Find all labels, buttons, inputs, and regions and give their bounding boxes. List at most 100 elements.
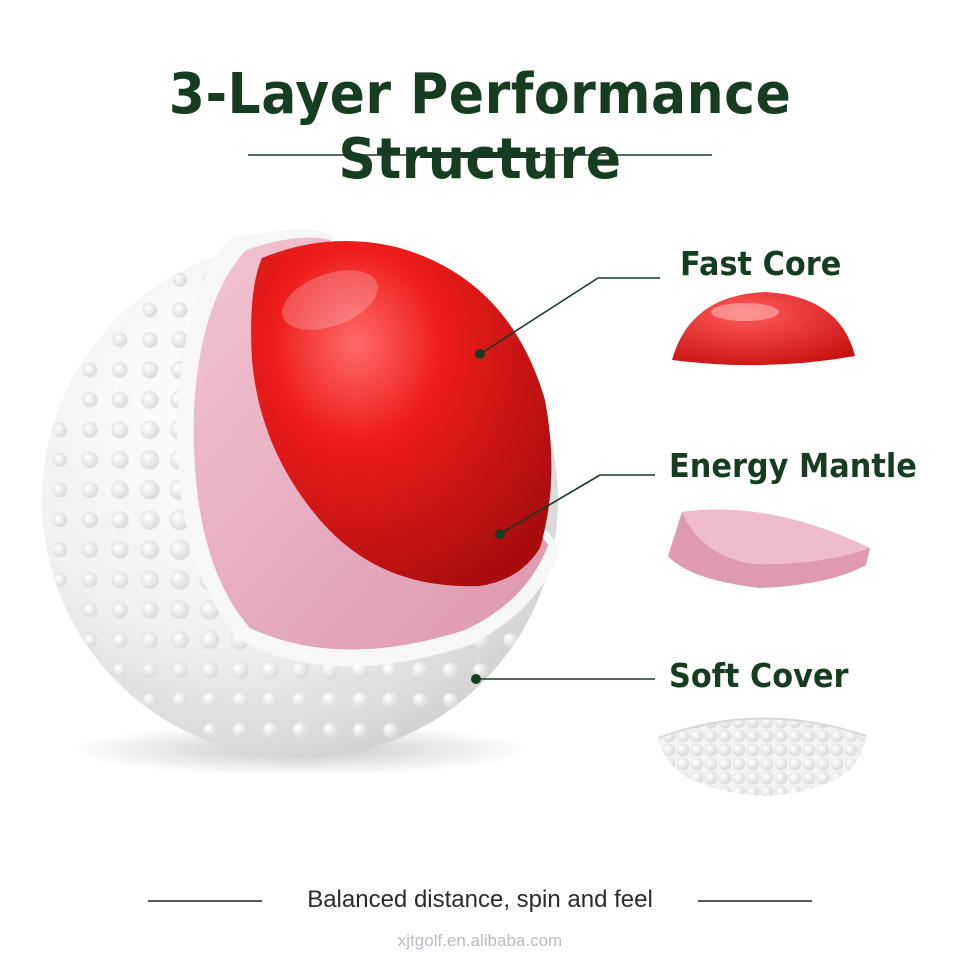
dimple-texture <box>802 757 816 771</box>
dimple-texture <box>142 332 158 348</box>
dimple-texture <box>260 660 280 680</box>
dimple-texture <box>746 757 760 771</box>
dimple-texture <box>292 722 308 738</box>
dimple-texture <box>746 771 760 785</box>
dimple-texture <box>662 771 676 785</box>
dimple-texture <box>858 718 866 729</box>
dimple-texture <box>704 743 718 757</box>
dimple-texture <box>111 541 129 559</box>
dimple-texture <box>760 757 774 771</box>
dimple-texture <box>830 757 844 771</box>
dimple-texture <box>261 691 279 709</box>
dimple-texture <box>381 661 399 679</box>
dimple-texture <box>111 571 129 589</box>
dimple-texture <box>172 272 188 288</box>
dimple-texture <box>676 757 690 771</box>
dimple-texture <box>718 743 732 757</box>
title-divider <box>248 152 712 158</box>
dimple-texture <box>172 302 188 318</box>
dimple-texture <box>718 771 732 785</box>
dimple-texture <box>788 718 802 729</box>
dimple-texture <box>662 718 676 729</box>
core-sample-icon <box>672 292 855 366</box>
dimple-texture <box>202 722 218 738</box>
dimple-texture <box>816 785 830 796</box>
page-title: 3-Layer Performance Structure <box>168 62 792 192</box>
dimple-texture <box>81 511 99 529</box>
dimple-texture <box>774 771 788 785</box>
dimple-texture <box>802 729 816 743</box>
dimple-texture <box>231 661 249 679</box>
dimple-texture <box>830 771 844 785</box>
dimple-texture <box>82 572 98 588</box>
dimple-texture <box>732 729 746 743</box>
leader-line-core <box>475 277 660 359</box>
dimple-texture <box>140 450 160 470</box>
dimple-texture <box>82 632 98 648</box>
dimple-texture <box>676 718 690 729</box>
dimple-texture <box>676 785 690 796</box>
dimple-texture <box>141 601 159 619</box>
dimple-texture <box>142 302 158 318</box>
dimple-texture <box>676 771 690 785</box>
dimple-texture <box>111 451 129 469</box>
dimple-texture <box>412 692 428 708</box>
dimple-texture <box>858 785 866 796</box>
dimple-texture <box>704 757 718 771</box>
dimple-texture <box>746 785 760 796</box>
dimple-texture <box>141 361 159 379</box>
dimple-texture <box>718 785 732 796</box>
dimple-texture <box>732 771 746 785</box>
dimple-texture <box>382 722 398 738</box>
dimple-texture <box>111 481 129 499</box>
dimple-texture <box>82 392 98 408</box>
dimple-texture <box>442 662 458 678</box>
dimple-texture <box>830 743 844 757</box>
core-layer-cutaway <box>251 240 552 587</box>
dimple-texture <box>858 771 866 785</box>
dimple-texture <box>442 692 458 708</box>
dimple-texture <box>82 422 98 438</box>
dimple-texture <box>111 601 129 619</box>
dimple-texture <box>844 757 858 771</box>
dimple-texture <box>231 691 249 709</box>
dimple-texture <box>52 482 68 498</box>
cover-sample-icon <box>657 717 867 796</box>
dimple-texture <box>690 743 704 757</box>
dimple-texture <box>112 662 128 678</box>
dimple-texture <box>816 743 830 757</box>
dimple-texture <box>200 630 220 650</box>
dimple-texture <box>81 481 99 499</box>
dimple-texture <box>844 743 858 757</box>
dimple-texture <box>291 691 309 709</box>
dimple-texture <box>142 662 158 678</box>
dimple-texture <box>52 452 68 468</box>
dimple-texture <box>140 420 160 440</box>
dimple-texture <box>746 743 760 757</box>
dimple-texture <box>816 757 830 771</box>
dimple-texture <box>760 729 774 743</box>
dimple-texture <box>169 539 191 561</box>
dimple-texture <box>202 692 218 708</box>
dimple-texture <box>140 540 160 560</box>
dimple-texture <box>676 743 690 757</box>
label-soft-cover: Soft Cover <box>669 656 849 695</box>
dimple-texture <box>788 771 802 785</box>
dimple-texture <box>774 729 788 743</box>
dimple-texture <box>690 785 704 796</box>
watermark: xjtgolf.en.alibaba.com <box>397 931 563 950</box>
dimple-texture <box>141 631 159 649</box>
dimple-texture <box>732 718 746 729</box>
label-energy-mantle: Energy Mantle <box>669 446 917 485</box>
dimple-texture <box>112 332 128 348</box>
dimple-texture <box>142 692 158 708</box>
dimple-texture <box>141 391 159 409</box>
dimple-texture <box>746 729 760 743</box>
leader-line-cover <box>471 674 655 684</box>
dimple-texture <box>52 572 68 588</box>
dimple-texture <box>321 691 339 709</box>
dimple-texture <box>788 757 802 771</box>
dimple-texture <box>290 660 310 680</box>
dimple-texture <box>858 757 866 771</box>
